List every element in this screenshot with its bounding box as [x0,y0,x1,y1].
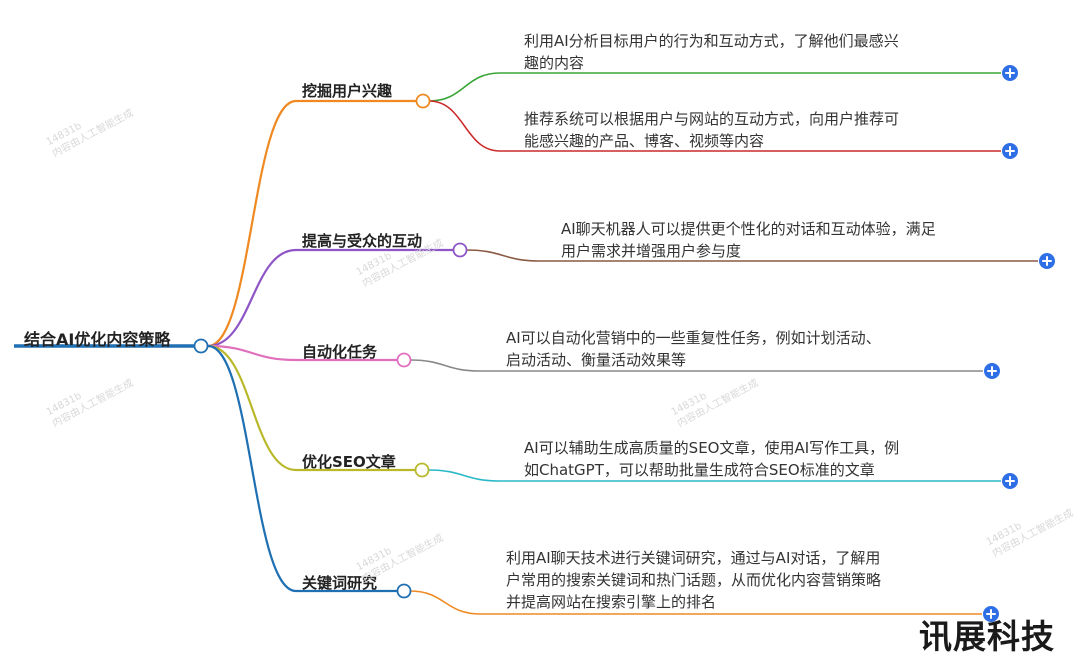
branch-label-seo-articles[interactable]: 优化SEO文章 [302,453,396,471]
branch-connector-3 [207,344,297,472]
leaf-connector-1 [428,100,501,152]
branch-connector-1 [207,248,297,348]
leaf-text-keyword-chat[interactable]: 利用AI聊天技术进行关键词研究，通过与AI对话，了解用 户常用的搜索关键词和热门… [506,547,881,613]
leaf-connector-3 [409,359,481,372]
leaf-text-automation[interactable]: AI可以自动化营销中的一些重复性任务，例如计划活动、 启动活动、衡量活动效果等 [506,327,881,371]
expand-button-0-glyph [1005,68,1015,78]
branch-label-keyword-research[interactable]: 关键词研究 [302,574,378,592]
branch-label-automation[interactable]: 自动化任务 [302,343,378,361]
leaf-text-seo-writing[interactable]: AI可以辅助生成高质量的SEO文章，使用AI写作工具，例 如ChatGPT，可以… [524,437,899,481]
branch-connector-0 [207,99,297,348]
branch-connector-4 [207,344,297,593]
expand-button-5-glyph [986,609,996,619]
branch-label-audience-interaction[interactable]: 提高与受众的互动 [302,232,423,250]
leaf-line: 并提高网站在搜索引擎上的排名 [506,593,717,611]
expand-button-4-glyph [1005,476,1015,486]
leaf-line: 利用AI聊天技术进行关键词研究，通过与AI对话，了解用 [506,549,881,567]
branch-node-1[interactable] [452,242,468,258]
brand-logo: 讯展科技 [919,617,1055,656]
leaf-line: AI聊天机器人可以提供更个性化的对话和互动体验，满足 [561,220,936,238]
branch-node-3[interactable] [414,462,430,478]
leaf-line: 用户需求并增强用户参与度 [561,242,742,260]
root-node-label[interactable]: 结合AI优化内容策略 [24,330,171,349]
leaf-line: 能感兴趣的产品、博客、视频等内容 [524,132,765,150]
leaf-text-recommendation[interactable]: 推荐系统可以根据用户与网站的互动方式，向用户推荐可 能感兴趣的产品、博客、视频等… [524,108,899,152]
branch-node-4[interactable] [396,583,412,599]
leaf-line: 启动活动、衡量活动效果等 [506,351,687,369]
leaf-line: 户常用的搜索关键词和热门话题，从而优化内容营销策略 [506,571,882,589]
branch-node-2[interactable] [396,352,412,368]
expand-button-1-glyph [1005,146,1015,156]
leaf-line: 利用AI分析目标用户的行为和互动方式，了解他们最感兴 [524,32,899,50]
branch-label-mining-interest[interactable]: 挖掘用户兴趣 [302,82,393,100]
root-node[interactable] [193,338,209,354]
branch-connector-2 [207,344,297,362]
expand-button-3-glyph [987,366,997,376]
expand-button-2-glyph [1042,256,1052,266]
leaf-connector-2 [465,249,541,262]
leaf-connector-4 [427,469,501,482]
leaf-connector-0 [428,72,501,102]
leaf-connector-5 [409,590,481,615]
leaf-line: AI可以自动化营销中的一些重复性任务，例如计划活动、 [506,329,881,347]
leaf-line: 推荐系统可以根据用户与网站的互动方式，向用户推荐可 [524,110,900,128]
leaf-text-chatbot[interactable]: AI聊天机器人可以提供更个性化的对话和互动体验，满足 用户需求并增强用户参与度 [561,218,936,262]
leaf-line: AI可以辅助生成高质量的SEO文章，使用AI写作工具，例 [524,439,900,457]
leaf-line: 如ChatGPT，可以帮助批量生成符合SEO标准的文章 [524,461,875,479]
branch-node-0[interactable] [415,93,431,109]
leaf-text-user-behavior[interactable]: 利用AI分析目标用户的行为和互动方式，了解他们最感兴 趣的内容 [524,30,899,74]
leaf-line: 趣的内容 [524,54,585,72]
